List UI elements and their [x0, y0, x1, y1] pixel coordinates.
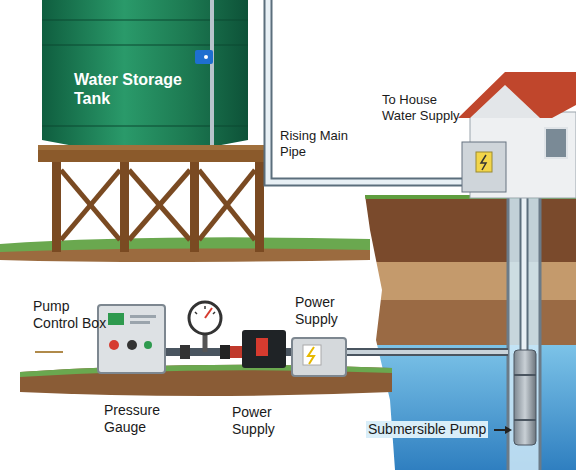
submersible-pump — [514, 350, 536, 445]
pressure-gauge — [205, 308, 212, 318]
house — [462, 142, 506, 192]
water-tank — [42, 0, 248, 151]
power-supply-box — [308, 347, 314, 364]
pump-control-box — [98, 305, 165, 373]
part-label: To House Water Supply — [382, 92, 466, 123]
rising-main-pipe — [268, 0, 524, 350]
tank-stand — [199, 170, 255, 240]
house — [476, 152, 492, 172]
power-switch-box — [242, 330, 286, 368]
water-tank — [42, 19, 248, 21]
submersible-pump — [514, 374, 536, 376]
pump-control-box — [98, 305, 165, 373]
tank-stand — [38, 148, 272, 162]
part-label: Power Supply — [232, 404, 294, 438]
tank-stand — [129, 170, 190, 240]
power-supply-box — [292, 338, 346, 376]
water-tank — [42, 125, 248, 127]
tank-stand — [129, 170, 190, 240]
tank-stand — [38, 145, 272, 150]
leader-line — [35, 351, 63, 353]
water-tank — [42, 44, 248, 46]
water-tank — [195, 50, 213, 64]
pump-control-box — [109, 340, 119, 350]
power-switch-box — [256, 338, 268, 356]
pressure-gauge — [220, 345, 230, 359]
rising-main-pipe — [268, 0, 524, 350]
part-label: Rising Main Pipe — [280, 128, 348, 159]
pump-control-box — [130, 315, 156, 318]
tank-stand — [61, 170, 120, 240]
soil-cross-section — [360, 190, 576, 470]
soil-cross-section — [360, 262, 576, 300]
pump-control-box — [108, 313, 124, 325]
pressure-gauge — [189, 302, 221, 334]
pressure-gauge — [230, 346, 242, 358]
submersible-pump — [514, 350, 536, 445]
pump-control-box — [130, 321, 150, 324]
tank-stand — [61, 170, 120, 240]
house — [481, 155, 486, 170]
tank-stand — [38, 145, 272, 252]
water-tank — [210, 0, 214, 150]
part-label: Submersible Pump — [366, 421, 488, 438]
house — [545, 128, 567, 158]
part-label: Pressure Gauge — [104, 402, 174, 436]
power-supply-box — [303, 345, 321, 365]
submersible-pump — [514, 419, 536, 421]
rising-main-pipe — [268, 0, 524, 350]
house — [458, 72, 576, 198]
pressure-gauge — [195, 312, 197, 314]
power-supply-box — [292, 338, 346, 376]
pressure-gauge — [213, 312, 215, 314]
pressure-gauge — [204, 306, 206, 309]
pump-control-box — [127, 340, 137, 350]
pressure-gauge — [203, 334, 208, 352]
pressure-gauge — [180, 345, 190, 359]
leader-line — [505, 426, 512, 434]
pump-control-box — [144, 341, 152, 349]
leader-line — [494, 429, 506, 431]
feed-pipe — [345, 350, 508, 354]
tank-label: Water Storage Tank — [74, 70, 204, 108]
well-casing — [539, 196, 542, 470]
water-tank — [42, 0, 248, 151]
power-switch-box — [242, 330, 286, 368]
tank-stand — [199, 170, 255, 240]
water-tank — [204, 55, 208, 59]
pressure-gauge — [180, 302, 242, 359]
house — [458, 72, 576, 118]
part-label: Pump Control Box — [33, 298, 113, 332]
part-label: Power Supply — [295, 294, 357, 328]
soil-cross-section — [360, 300, 576, 345]
soil-cross-section — [360, 345, 576, 470]
tank-label-area: Water Storage Tank — [74, 70, 204, 108]
soil-cross-section — [360, 195, 576, 262]
